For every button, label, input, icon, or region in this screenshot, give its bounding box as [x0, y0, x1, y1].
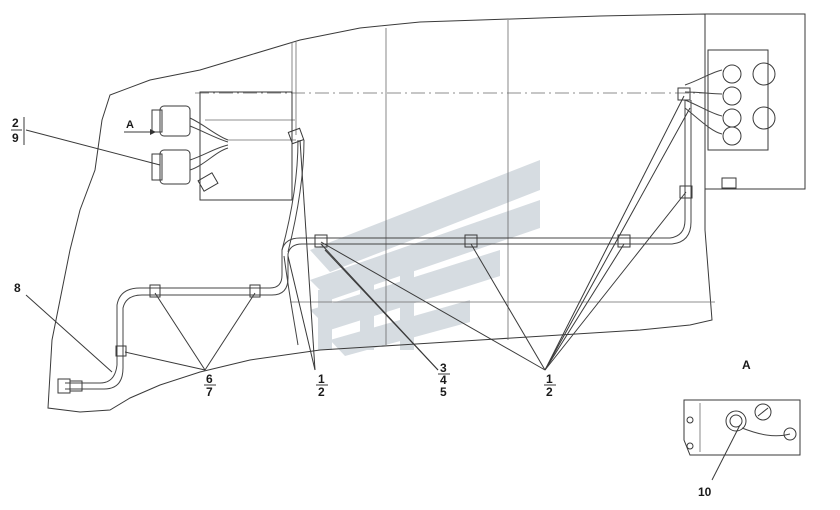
callout-10: 10: [698, 485, 712, 499]
leader-1-2-left: [287, 255, 316, 371]
port-circle: [752, 106, 776, 130]
hose: [189, 144, 229, 161]
detail-housing: [683, 399, 801, 456]
watermark-bar: [318, 290, 332, 350]
leader-6-7: [154, 292, 206, 371]
hose-line: [65, 100, 692, 390]
detail-fitting: [783, 427, 797, 441]
leader-1-2-right: [544, 243, 625, 371]
detail-port-inner: [729, 414, 743, 428]
detail-plug: [754, 403, 772, 421]
detail-hose: [741, 427, 791, 437]
leader-2-9: [25, 129, 161, 166]
callouts: 2 9 8 6 7 1 2 3 4 5 1 2 10: [11, 116, 712, 499]
hose-clamp: [314, 234, 328, 248]
detail-bolt: [686, 416, 694, 424]
coupling-upper: [159, 105, 191, 137]
callout-5: 5: [440, 385, 447, 399]
hose: [684, 91, 723, 95]
callout-2: 2: [12, 116, 19, 130]
leader-1-2-right: [544, 95, 685, 371]
hose-end-fitting: [57, 378, 71, 394]
leader-1-2-right: [544, 191, 687, 371]
left-valve-block: [151, 91, 296, 201]
hose: [684, 69, 723, 86]
callout-8: 8: [14, 281, 21, 295]
watermark-logo: [310, 160, 540, 356]
port-circle: [722, 108, 742, 128]
leader-6-7: [124, 351, 206, 371]
port-circle: [752, 62, 776, 86]
valve-housing: [199, 91, 293, 201]
hose-line: [281, 139, 299, 251]
hose-clamp: [149, 284, 161, 298]
hose: [189, 147, 229, 171]
leader-lines: [25, 95, 741, 481]
hose: [684, 99, 723, 117]
hose: [189, 117, 229, 141]
leader-1-2-right: [544, 107, 691, 371]
watermark-bar: [360, 270, 374, 350]
callout-3: 3: [440, 361, 447, 375]
hose: [189, 125, 229, 143]
leader-1-2-right: [470, 243, 546, 371]
callout-7: 7: [206, 385, 213, 399]
detail-plug-slot: [757, 407, 769, 417]
callout-4: 4: [440, 373, 447, 387]
coupling-lower-cap: [151, 153, 163, 181]
coupling-lower: [159, 149, 191, 185]
leader-3-4-5: [324, 249, 439, 371]
callout-2-left: 2: [318, 385, 325, 399]
hose-end-fitting: [69, 380, 83, 392]
fitting: [721, 177, 737, 189]
view-a-title: A: [742, 358, 751, 372]
hose-clamp: [115, 345, 127, 357]
port-circle: [722, 126, 742, 146]
coupling-upper-cap: [151, 109, 163, 133]
hose-clamp: [617, 234, 631, 248]
callout-6: 6: [206, 372, 213, 386]
leader-6-7: [204, 292, 256, 371]
hose-clamp: [679, 185, 693, 199]
port-circle: [722, 86, 742, 106]
hose-line: [283, 255, 299, 346]
hose-clamp: [464, 234, 478, 248]
port-circle: [722, 64, 742, 84]
hose-line: [287, 139, 305, 253]
detail-port: [725, 410, 747, 432]
view-a-arrow: A: [124, 119, 156, 135]
hose-clamp: [677, 87, 691, 101]
callout-2-right: 2: [546, 385, 553, 399]
valve-housing-right: [704, 13, 806, 190]
hose-line: [65, 100, 686, 384]
hose-clamp: [249, 284, 261, 298]
view-a-detail: A: [683, 358, 801, 456]
frame-outline: [47, 13, 713, 413]
watermark-bar: [400, 255, 414, 350]
leader-10: [711, 424, 741, 481]
callout-1-left: 1: [318, 372, 325, 386]
arrow-head: [150, 129, 156, 135]
fitting: [197, 172, 219, 192]
leader-1-2-right: [320, 241, 546, 371]
view-a-arrow-label: A: [126, 119, 134, 131]
valve-body: [707, 49, 769, 151]
callout-1-right: 1: [546, 372, 553, 386]
detail-bolt: [686, 442, 694, 450]
callout-9: 9: [12, 131, 19, 145]
leader-1-2-left: [299, 139, 316, 371]
hose-run: [57, 87, 693, 394]
leader-8: [25, 294, 113, 373]
hose-clamp: [287, 127, 305, 145]
right-valve-cluster: [684, 13, 806, 190]
